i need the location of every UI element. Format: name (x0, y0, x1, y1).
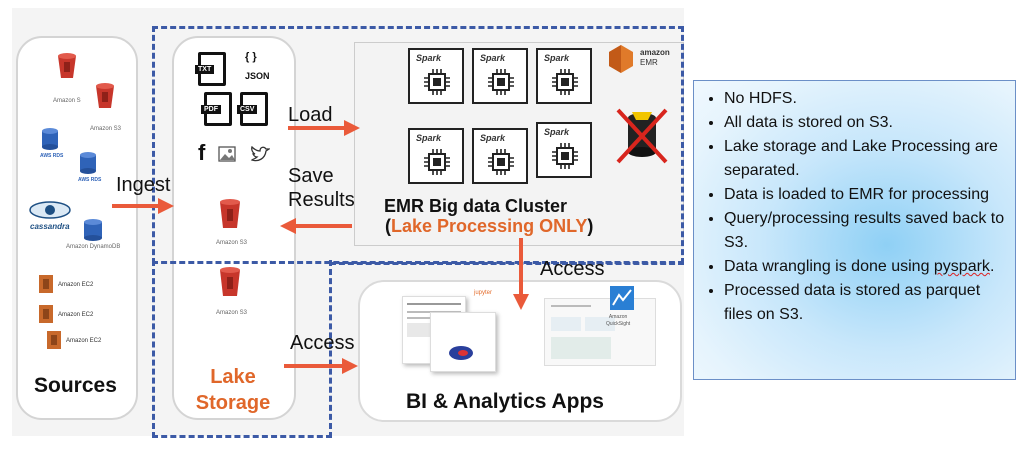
access-bi-label: Access (290, 332, 355, 354)
note-item: Processed data is stored as parquet file… (724, 279, 1007, 327)
cassandra-eye-icon (29, 201, 71, 219)
flow-arrows (112, 120, 529, 374)
source-label: Amazon S (53, 98, 81, 104)
aws-rds-icon (80, 152, 96, 174)
spark-node: Spark (472, 48, 528, 104)
quicksight-dashboard-thumbnail (544, 298, 656, 366)
sources-title: Sources (34, 374, 117, 397)
facebook-icon: f (198, 140, 206, 165)
spark-node: Spark (536, 122, 592, 178)
analytics-boundary-dashed (330, 262, 684, 268)
source-label: Amazon EC2 (58, 282, 94, 288)
lake-boundary-dashed-lower-left (152, 260, 332, 438)
ingest-label: Ingest (116, 174, 171, 196)
image-icon (218, 146, 236, 162)
ec2-icon (47, 331, 61, 349)
aws-rds-icon (42, 128, 58, 150)
spark-node: Spark (536, 48, 592, 104)
amazon-s3-icon (220, 199, 240, 228)
pdf-file-icon: PDF (201, 92, 232, 126)
twitter-icon (250, 146, 270, 162)
source-label: Amazon DynamoDB (66, 244, 121, 250)
hdfs-crossed-out-icon (616, 108, 668, 164)
source-label: Amazon EC2 (58, 312, 94, 318)
jupyter-chart-thumbnail (430, 312, 496, 372)
emr-title: EMR Big data Cluster (384, 196, 568, 216)
emr-subtitle: (Lake Processing ONLY) (385, 216, 594, 236)
quicksight-icon (610, 286, 634, 310)
bi-apps-title: BI & Analytics Apps (406, 390, 604, 413)
amazon-s3-icon (96, 83, 114, 108)
access-emr-label: Access (540, 258, 605, 280)
cassandra-logo: cassandra (30, 222, 70, 231)
source-label: Amazon EC2 (66, 338, 102, 344)
note-item: All data is stored on S3. (724, 111, 1007, 135)
note-item: Data wrangling is done using pyspark. (724, 255, 1007, 279)
spark-node: Spark (408, 48, 464, 104)
ec2-icon (39, 305, 53, 323)
s3-label: Amazon S3 (216, 240, 248, 246)
source-label: AWS RDS (78, 177, 102, 183)
jupyter-logo: jupyter (474, 290, 493, 296)
csv-file-icon: CSV (237, 92, 268, 126)
sources-panel (16, 36, 138, 420)
load-label: Load (288, 104, 333, 126)
ec2-icon (39, 275, 53, 293)
amazon-emr-icon (609, 45, 633, 73)
txt-file-icon: TXT (195, 52, 226, 86)
spark-node: Spark (408, 128, 464, 184)
s3-label: Amazon S3 (216, 310, 248, 316)
amazon-s3-icon (220, 267, 240, 296)
note-item: Data is loaded to EMR for processing (724, 183, 1007, 207)
json-file-icon: { } JSON (240, 51, 270, 86)
amazon-s3-icon (58, 53, 76, 78)
spark-node: Spark (472, 128, 528, 184)
note-item: Query/processing results saved back to S… (724, 207, 1007, 255)
note-item: Lake storage and Lake Processing are sep… (724, 135, 1007, 183)
notes-callout: No HDFS. All data is stored on S3. Lake … (693, 80, 1016, 380)
dynamodb-icon (84, 219, 102, 241)
note-item: No HDFS. (724, 87, 1007, 111)
source-label: AWS RDS (40, 153, 64, 159)
source-label: Amazon S3 (90, 126, 122, 132)
